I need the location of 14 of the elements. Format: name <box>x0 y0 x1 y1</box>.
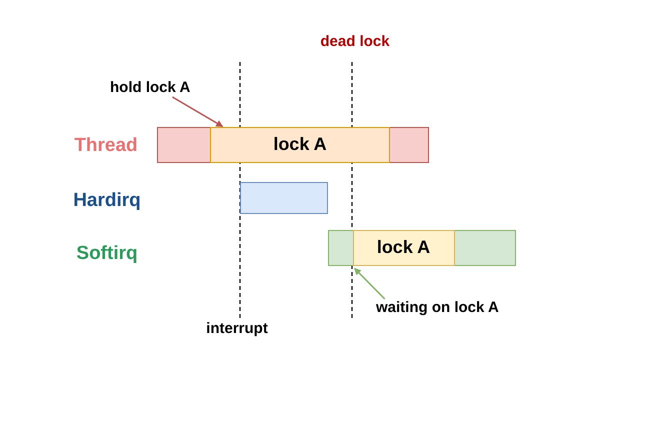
arrow <box>172 96 224 128</box>
row-label: Hardirq <box>73 191 141 210</box>
annotation-text: hold lock A <box>110 79 206 97</box>
row-label: Softirq <box>76 244 138 263</box>
row-label: Thread <box>74 136 138 155</box>
softirq-bar <box>328 230 516 266</box>
lock-segment: lock A <box>352 230 454 266</box>
interrupt-label: interrupt <box>206 321 268 336</box>
annotation-text: waiting on lock A <box>376 299 522 317</box>
arrow <box>354 268 386 300</box>
lock-segment: lock A <box>210 126 390 162</box>
thread-bar <box>157 127 429 163</box>
deadlock-label: dead lock <box>320 34 390 49</box>
hardirq-bar <box>240 182 328 214</box>
